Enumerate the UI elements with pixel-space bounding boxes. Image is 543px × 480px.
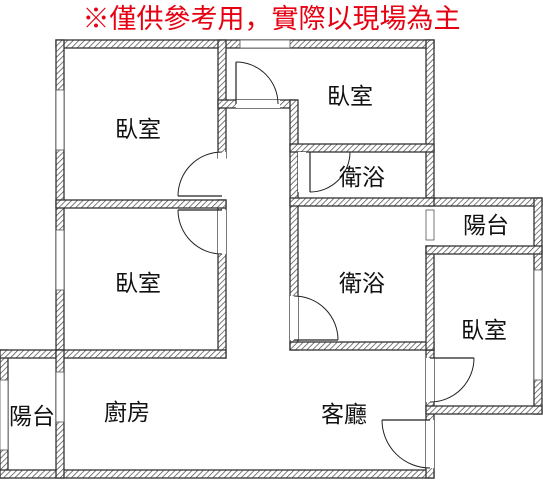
wall-balcony-right-top [425,197,543,207]
door-gap-7 [426,420,434,468]
label-bathroom-upper: 衛浴 [339,165,385,191]
wall-left-upper [55,39,65,359]
door-swing-1 [235,61,279,105]
wall-int-3 [55,349,227,359]
wall-int-1 [217,39,227,159]
wall-int-8 [289,341,435,351]
door-swing-2 [177,151,223,197]
room-labels: 臥室 臥室 衛浴 陽台 臥室 衛浴 臥室 陽台 廚房 客廳 [9,84,509,430]
doors [177,61,475,469]
wall-bottom [0,469,435,479]
label-bedroom-mid-left: 臥室 [115,271,161,297]
door-gap-6 [426,358,434,402]
door-gap-4 [298,152,306,192]
disclaimer-note: ※僅供參考用，實際以現場為主 [82,4,461,35]
label-kitchen: 廚房 [104,400,150,426]
door-swing-3 [177,209,223,255]
label-living-room: 客廳 [321,402,367,428]
wall-right-upper [425,39,435,201]
door-gap-3 [218,210,226,254]
window-7 [55,371,65,423]
window-5 [533,269,543,381]
wall-int-6 [289,143,435,153]
window-4 [0,379,9,451]
label-balcony-left: 陽台 [9,404,55,430]
window-2 [55,229,65,291]
label-bedroom-top-right: 臥室 [327,84,373,110]
window-3 [239,39,291,49]
door-swing-4 [309,151,351,193]
door-swing-7 [381,419,431,469]
window-6 [425,209,435,241]
door-swing-5 [293,295,339,341]
wall-balcony-top [0,349,65,359]
wall-int-7 [289,197,435,207]
window-1 [55,89,65,151]
label-balcony-right: 陽台 [463,213,509,239]
label-bedroom-right: 臥室 [461,318,507,344]
label-bedroom-top-left: 臥室 [115,117,161,143]
label-bathroom-lower: 衛浴 [339,271,385,297]
wall-right-bottom [425,405,543,415]
door-swing-6 [429,357,475,403]
wall-int-2 [55,199,227,209]
door-gap-5 [290,296,298,340]
wall-int-9 [425,245,435,351]
door-gap-1 [236,100,280,108]
door-gap-2 [218,152,226,196]
wall-int-10 [425,245,543,255]
windows [0,39,543,451]
